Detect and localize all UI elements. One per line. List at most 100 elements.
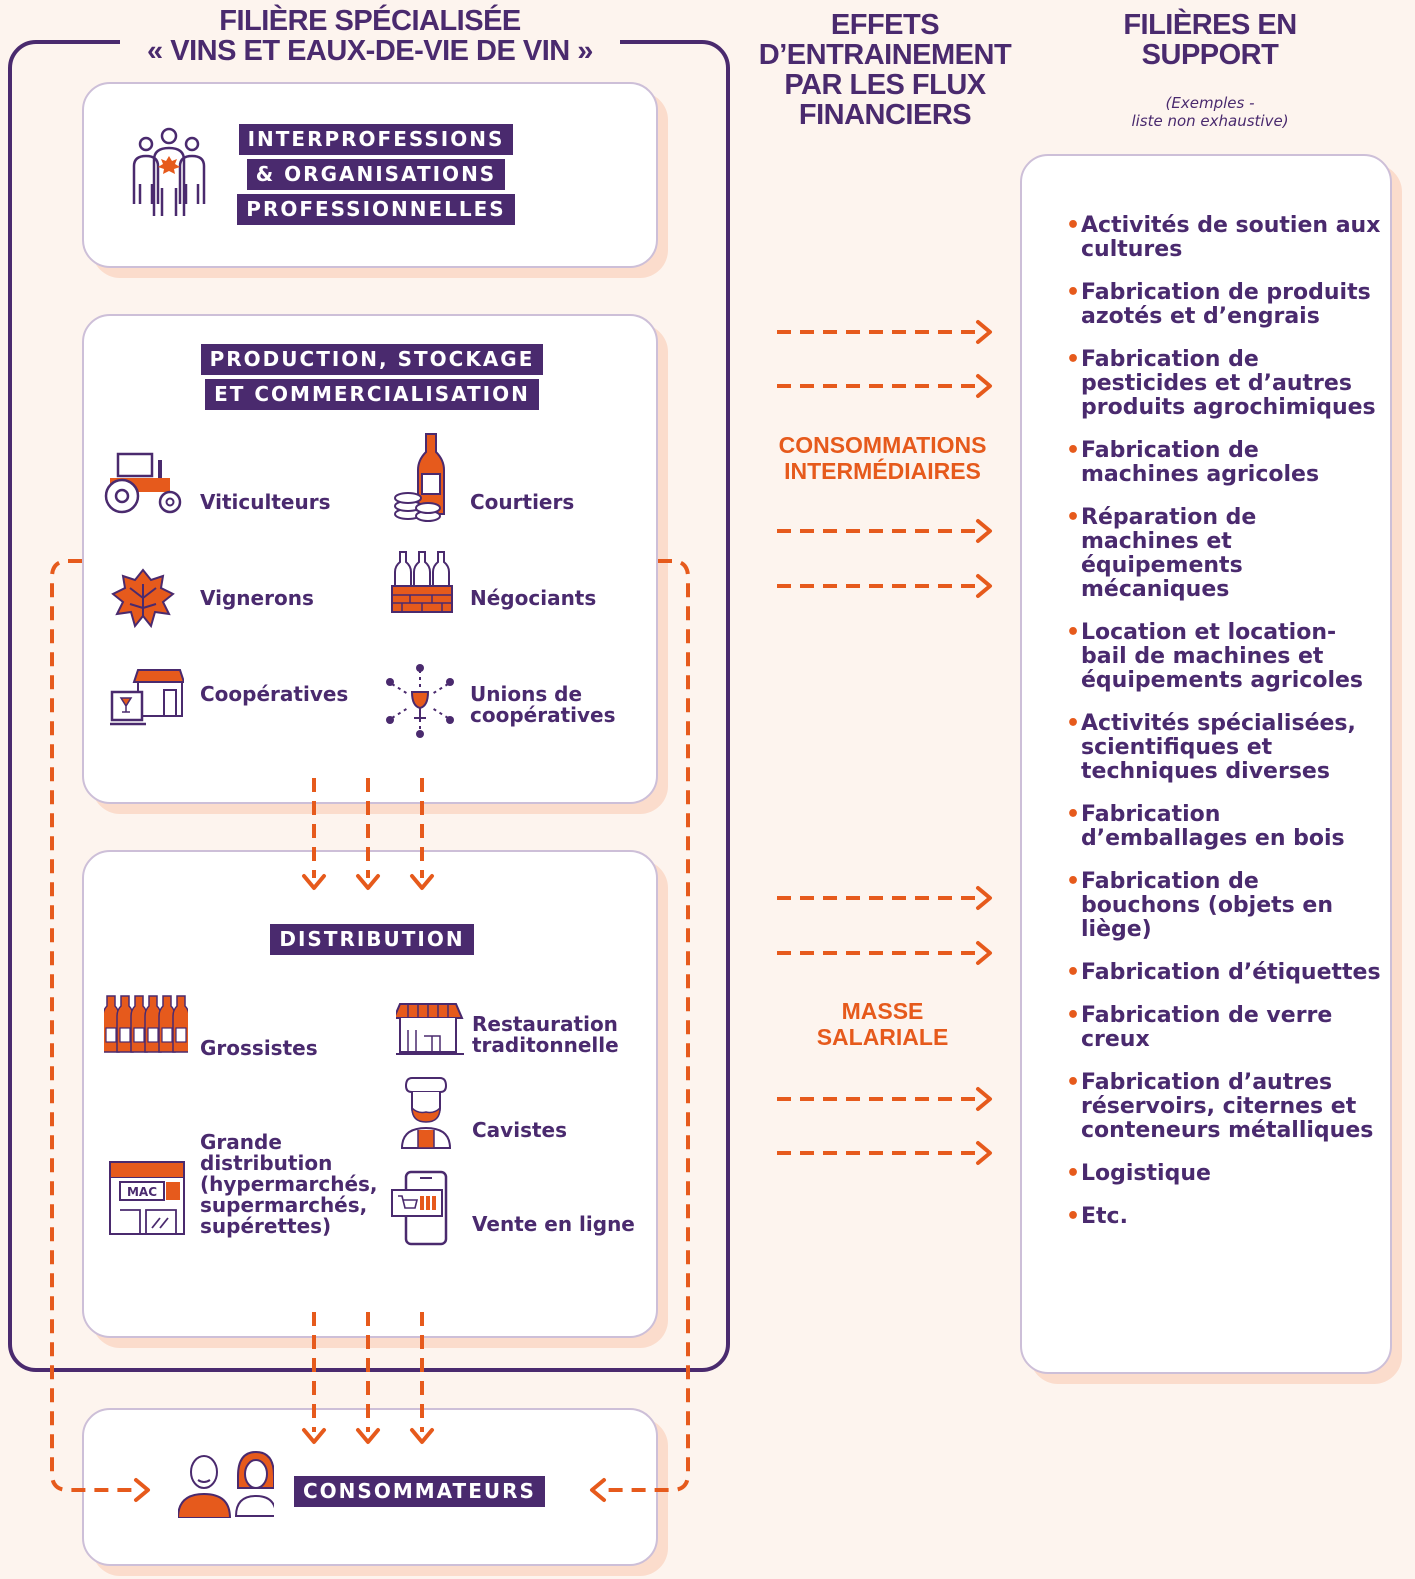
right-loop-arrow — [600, 559, 690, 1492]
support-item: •Fabrication d’autres réservoirs, citern… — [1066, 1071, 1381, 1143]
specialized-title-line-1: FILIÈRE SPÉCIALISÉE — [219, 5, 521, 37]
glass-network-icon — [386, 664, 454, 738]
support-item-label: Activités spécialisées, scientifiques et… — [1081, 711, 1356, 784]
support-note-line-1: (Exemples - — [1165, 94, 1255, 112]
support-item: •Réparation de machines et équipements m… — [1066, 506, 1381, 602]
bullet-icon: • — [1066, 347, 1081, 372]
specialized-title-line-2: « VINS ET EAUX-DE-VIE DE VIN » — [147, 35, 593, 67]
actor-negociants: Négociants — [470, 586, 597, 610]
support-item-label: Fabrication de pesticides et d’autres pr… — [1081, 347, 1376, 420]
supermarket-icon: MAC — [109, 1161, 185, 1235]
interprofessions-tags: INTERPROFESSIONS & ORGANISATIONS PROFESS… — [236, 124, 516, 225]
support-item: •Fabrication de bouchons (objets en lièg… — [1066, 870, 1381, 942]
actor-cooperatives: Coopératives — [200, 682, 349, 706]
support-item: •Fabrication d’étiquettes — [1066, 961, 1381, 985]
support-item-label: Fabrication de machines agricoles — [1081, 438, 1320, 487]
bullet-icon: • — [1066, 505, 1081, 530]
interprofessions-card: INTERPROFESSIONS & ORGANISATIONS PROFESS… — [82, 82, 658, 268]
support-list: •Activités de soutien aux cultures•Fabri… — [1066, 214, 1381, 1248]
bullet-icon: • — [1066, 711, 1081, 736]
production-tag-2: ET COMMERCIALISATION — [205, 379, 539, 410]
tractor-icon — [104, 452, 182, 514]
bullet-icon: • — [1066, 960, 1081, 985]
actor-restauration: Restauration traditonnelle — [472, 1012, 619, 1057]
support-title: FILIÈRES EN SUPPORT — [1070, 10, 1350, 70]
actor-vente-en-ligne: Vente en ligne — [472, 1212, 635, 1236]
people-group-leaf-icon — [132, 127, 206, 216]
effects-title: EFFETS D’ENTRAINEMENT PAR LES FLUX FINAN… — [750, 10, 1020, 130]
support-item-label: Location et location-bail de machines et… — [1081, 620, 1364, 693]
support-item-label: Logistique — [1081, 1161, 1211, 1186]
production-tags: PRODUCTION, STOCKAGE ET COMMERCIALISATIO… — [84, 344, 660, 410]
support-item-label: Fabrication de produits azotés et d’engr… — [1081, 280, 1371, 329]
restaurant-icon — [396, 1003, 464, 1055]
actor-cavistes: Cavistes — [472, 1118, 567, 1142]
bullet-icon: • — [1066, 1003, 1081, 1028]
bottles-row-icon — [104, 995, 188, 1053]
support-item-label: Activités de soutien aux cultures — [1081, 213, 1381, 262]
support-title-line-1: FILIÈRES EN — [1123, 9, 1297, 41]
support-item-label: Fabrication de verre creux — [1081, 1003, 1333, 1052]
support-item: •Fabrication d’emballages en bois — [1066, 803, 1381, 851]
support-note: (Exemples - liste non exhaustive) — [1090, 94, 1330, 130]
bullet-icon: • — [1066, 280, 1081, 305]
flow-label-payroll: MASSE SALARIALE — [760, 998, 1005, 1050]
bullet-icon: • — [1066, 438, 1081, 463]
support-item: •Fabrication de machines agricoles — [1066, 439, 1381, 487]
support-item: •Location et location-bail de machines e… — [1066, 621, 1381, 693]
flow-label-intermediate: CONSOMMATIONS INTERMÉDIAIRES — [760, 432, 1005, 484]
flow-label-payroll-line-1: MASSE — [841, 998, 924, 1024]
effects-title-line-3: PAR LES FLUX — [784, 69, 986, 101]
support-note-line-2: liste non exhaustive) — [1131, 112, 1289, 130]
bottle-crate-icon — [391, 551, 453, 613]
interprofessions-tag-2: & ORGANISATIONS — [246, 159, 506, 190]
distribution-tag-wrap: DISTRIBUTION — [84, 924, 660, 955]
support-item: •Logistique — [1066, 1162, 1381, 1186]
store-sign-text: MAC — [127, 1185, 157, 1199]
actor-viticulteurs: Viticulteurs — [200, 490, 331, 514]
support-item: •Fabrication de pesticides et d’autres p… — [1066, 348, 1381, 420]
interprofessions-tag-3: PROFESSIONNELLES — [237, 194, 515, 225]
support-item-label: Fabrication de bouchons (objets en liège… — [1081, 869, 1333, 942]
smartphone-cart-icon — [391, 1170, 448, 1246]
bottle-coins-icon — [394, 433, 445, 522]
bearded-man-icon — [400, 1077, 452, 1149]
actor-courtiers: Courtiers — [470, 490, 575, 514]
support-item: •Activités de soutien aux cultures — [1066, 214, 1381, 262]
support-item: •Fabrication de produits azotés et d’eng… — [1066, 281, 1381, 329]
specialized-title: FILIÈRE SPÉCIALISÉE « VINS ET EAUX-DE-VI… — [120, 6, 620, 76]
consumers-tag: CONSOMMATEURS — [294, 1476, 545, 1507]
bullet-icon: • — [1066, 1161, 1081, 1186]
support-item-label: Fabrication d’autres réservoirs, citerne… — [1081, 1070, 1374, 1143]
support-item-label: Réparation de machines et équipements mé… — [1081, 505, 1257, 602]
interprofessions-tag-1: INTERPROFESSIONS — [238, 124, 514, 155]
effects-title-line-2: D’ENTRAINEMENT — [758, 39, 1012, 71]
actor-vignerons: Vignerons — [200, 586, 314, 610]
bullet-icon: • — [1066, 869, 1081, 894]
support-item: •Activités spécialisées, scientifiques e… — [1066, 712, 1381, 784]
support-title-line-2: SUPPORT — [1141, 39, 1279, 71]
effects-title-line-4: FINANCIERS — [798, 99, 972, 131]
effects-title-line-1: EFFETS — [830, 9, 940, 41]
flow-label-intermediate-line-1: CONSOMMATIONS — [778, 432, 987, 458]
support-item-label: Fabrication d’étiquettes — [1081, 960, 1381, 985]
consumers-tag-wrap: CONSOMMATEURS — [294, 1476, 545, 1507]
flow-label-payroll-line-2: SALARIALE — [816, 1024, 949, 1050]
bullet-icon: • — [1066, 1070, 1081, 1095]
left-loop-arrow — [50, 559, 140, 1492]
distribution-tag: DISTRIBUTION — [270, 924, 474, 955]
bullet-icon: • — [1066, 213, 1081, 238]
support-item-label: Etc. — [1081, 1204, 1128, 1229]
vine-leaf-icon — [111, 568, 175, 629]
support-card: •Activités de soutien aux cultures•Fabri… — [1020, 154, 1392, 1374]
support-item-label: Fabrication d’emballages en bois — [1081, 802, 1345, 851]
distribution-card: DISTRIBUTION Grossistes Restauration tra… — [82, 850, 658, 1338]
actor-unions-cooperatives: Unions de coopératives — [470, 682, 616, 727]
bullet-icon: • — [1066, 1204, 1081, 1229]
shop-register-icon — [110, 669, 184, 726]
production-card: PRODUCTION, STOCKAGE ET COMMERCIALISATIO… — [82, 314, 658, 804]
support-item: •Fabrication de verre creux — [1066, 1004, 1381, 1052]
bullet-icon: • — [1066, 802, 1081, 827]
production-tag-1: PRODUCTION, STOCKAGE — [200, 344, 544, 375]
bullet-icon: • — [1066, 620, 1081, 645]
